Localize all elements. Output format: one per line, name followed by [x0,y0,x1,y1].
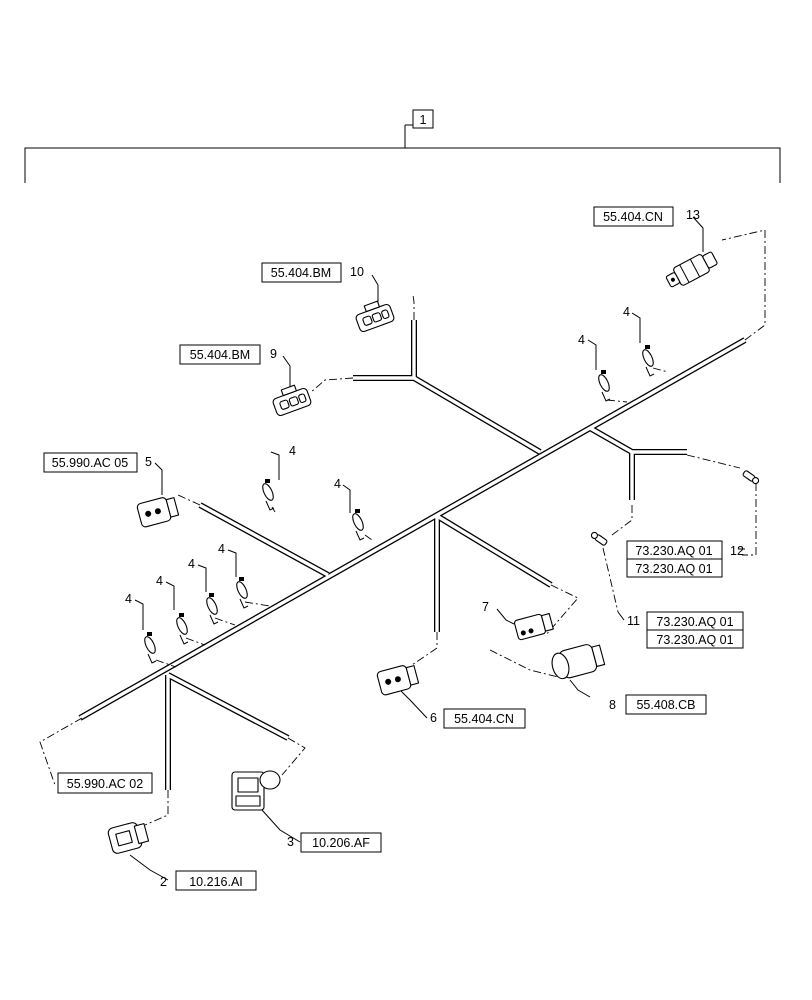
terminal-11 [590,531,608,546]
callout-4: 4 [156,574,163,588]
ref-55-404-cn-13: 55.404.CN [603,210,663,224]
callout-4: 4 [623,305,630,319]
harness-wires [78,320,747,790]
cable-tie [642,345,655,377]
cable-tie [144,632,157,664]
assembly-bracket: 1 [24,109,781,183]
connector-3 [231,770,281,811]
leader-lines [129,216,745,881]
callout-9: 9 [270,347,277,361]
callout-numbers: 13 10 9 5 4 4 4 4 4 4 4 4 12 11 7 8 6 3 … [125,208,744,889]
ref-73-230-aq-01-12a: 73.230.AQ 01 [635,544,712,558]
ref-55-990-ac-05: 55.990.AC 05 [52,456,128,470]
connector-2 [107,822,150,854]
connector-7 [514,613,554,641]
callout-3: 3 [287,835,294,849]
callout-4: 4 [289,444,296,458]
connector-6 [376,665,420,696]
callout-11: 11 [627,614,640,628]
connector-8 [551,644,606,680]
reference-boxes: 55.404.CN 55.404.BM 55.404.BM 55.990.AC … [43,206,744,891]
ref-55-404-bm-10: 55.404.BM [271,266,331,280]
cable-tie [598,370,611,402]
harness-wire-segment [588,425,687,455]
callout-7: 7 [482,600,489,614]
callout-2: 2 [160,875,167,889]
cable-ties [144,345,655,664]
cable-tie [236,577,249,609]
callout-4: 4 [218,542,225,556]
connector-13 [665,251,718,288]
callout-10: 10 [350,265,364,279]
callout-5: 5 [145,455,152,469]
ref-73-230-aq-01-11a: 73.230.AQ 01 [656,615,733,629]
ref-55-408-cb-8: 55.408.CB [636,698,695,712]
callout-8: 8 [609,698,616,712]
ref-10-206-af-3: 10.206.AF [312,836,370,850]
harness-wire-core [353,376,541,454]
callout-6: 6 [430,711,437,725]
ref-73-230-aq-01-12b: 73.230.AQ 01 [635,562,712,576]
cable-tie [176,613,189,645]
callout-4: 4 [334,477,341,491]
harness-wire-core [79,338,746,720]
ref-73-230-aq-01-11b: 73.230.AQ 01 [656,633,733,647]
callout-13: 13 [686,208,700,222]
connector-5 [136,497,180,528]
harness-wire-core [199,503,329,577]
harness-wire-core [589,426,687,454]
callout-4: 4 [578,333,585,347]
callout-12: 12 [730,544,744,558]
connection-lines [39,229,766,826]
connector-9 [272,384,312,417]
connector-10 [355,300,395,333]
ref-55-404-cn-6: 55.404.CN [454,712,514,726]
ref-55-990-ac-02: 55.990.AC 02 [67,777,143,791]
terminal-12 [742,470,760,485]
assembly-callout: 1 [420,113,427,127]
harness-wire-segment [353,375,542,455]
harness-wire-core [436,514,552,587]
callout-4: 4 [125,592,132,606]
harness-wire-core [167,673,289,740]
callout-4: 4 [188,557,195,571]
cable-tie [206,593,219,625]
ref-55-404-bm-9: 55.404.BM [190,348,250,362]
cable-tie [352,509,365,541]
ref-10-216-ai-2: 10.216.AI [189,875,243,889]
cable-tie [262,479,275,511]
